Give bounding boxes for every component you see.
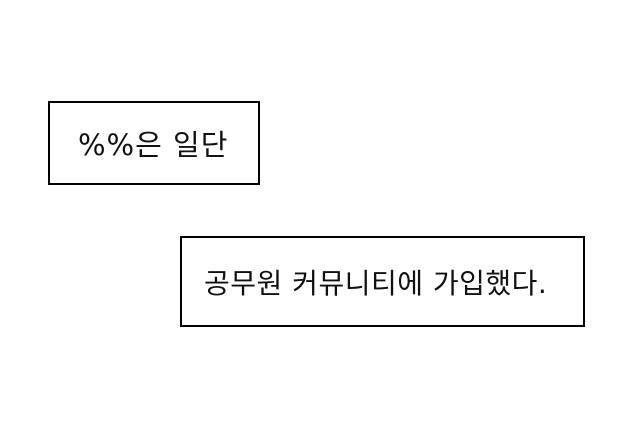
caption-text-2: 공무원 커뮤니티에 가입했다.: [204, 266, 548, 300]
caption-text-1: %%은 일단: [78, 128, 229, 162]
caption-box-1: %%은 일단: [48, 101, 260, 185]
caption-box-2: 공무원 커뮤니티에 가입했다.: [180, 236, 585, 327]
